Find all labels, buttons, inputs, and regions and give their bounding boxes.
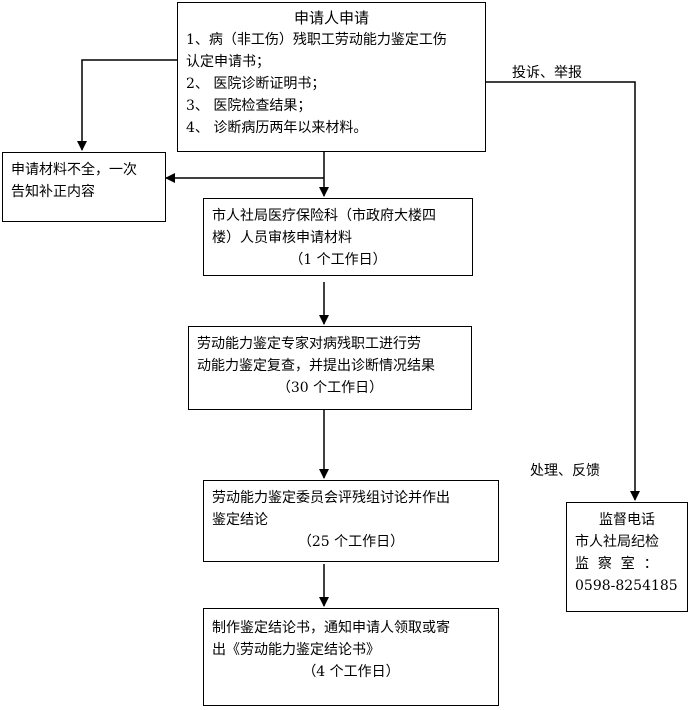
- review-line-2: 楼）人员审核申请材料: [212, 230, 352, 246]
- certificate-line-2: 出《劳动能力鉴定结论书》: [212, 642, 380, 658]
- committee-line-1: 劳动能力鉴定委员会评残组讨论并作出: [212, 490, 450, 506]
- certificate-box: 制作鉴定结论书，通知申请人领取或寄 出《劳动能力鉴定结论书》 （4 个工作日）: [203, 608, 499, 706]
- application-item-3: 3、 医院检查结果；: [186, 98, 312, 114]
- supervision-box: 监督电话 市人社局纪检 监 察 室 ： 0598-8254185: [566, 502, 688, 612]
- incomplete-line-1: 申请材料不全，一次: [11, 162, 137, 178]
- supervision-title: 监督电话: [599, 512, 655, 528]
- complaint-label: 投诉、举报: [512, 65, 582, 81]
- application-item-1-cont: 认定申请书；: [186, 54, 270, 70]
- application-title: 申请人申请: [293, 9, 369, 27]
- review-box: 市人社局医疗保险科（市政府大楼四 楼）人员审核申请材料 （1 个工作日）: [203, 198, 473, 276]
- application-item-1: 1、病（非工伤）残职工劳动能力鉴定工伤: [186, 32, 447, 48]
- arrow-complaint-to-supervision: [486, 81, 640, 501]
- expert-review-box: 劳动能力鉴定专家对病残职工进行劳 动能力鉴定复查，并提出诊断情况结果 （30 个…: [188, 326, 472, 410]
- application-box: 申请人申请 1、病（非工伤）残职工劳动能力鉴定工伤 认定申请书； 2、 医院诊断…: [177, 2, 486, 152]
- committee-box: 劳动能力鉴定委员会评残组讨论并作出 鉴定结论 （25 个工作日）: [203, 480, 499, 562]
- arrow-to-incomplete-box: [77, 59, 177, 151]
- certificate-duration: （4 个工作日）: [302, 664, 400, 680]
- incomplete-materials-box: 申请材料不全，一次 告知补正内容: [2, 152, 166, 222]
- supervision-room: 监 察 室 ：: [575, 556, 658, 572]
- supervision-office: 市人社局纪检: [575, 534, 659, 550]
- expert-duration: （30 个工作日）: [276, 380, 384, 396]
- committee-line-2: 鉴定结论: [212, 512, 268, 528]
- incomplete-line-2: 告知补正内容: [11, 184, 95, 200]
- review-line-1: 市人社局医疗保险科（市政府大楼四: [212, 208, 436, 224]
- expert-line-2: 动能力鉴定复查，并提出诊断情况结果: [197, 358, 435, 374]
- expert-line-1: 劳动能力鉴定专家对病残职工进行劳: [197, 336, 421, 352]
- committee-duration: （25 个工作日）: [297, 534, 405, 550]
- certificate-line-1: 制作鉴定结论书，通知申请人领取或寄: [212, 620, 450, 636]
- review-duration: （1 个工作日）: [289, 252, 387, 268]
- supervision-phone: 0598-8254185: [575, 578, 678, 594]
- feedback-label: 处理、反馈: [530, 463, 600, 479]
- application-item-2: 2、 医院诊断证明书；: [186, 76, 326, 92]
- application-item-4: 4、 诊断病历两年以来材料。: [186, 120, 368, 136]
